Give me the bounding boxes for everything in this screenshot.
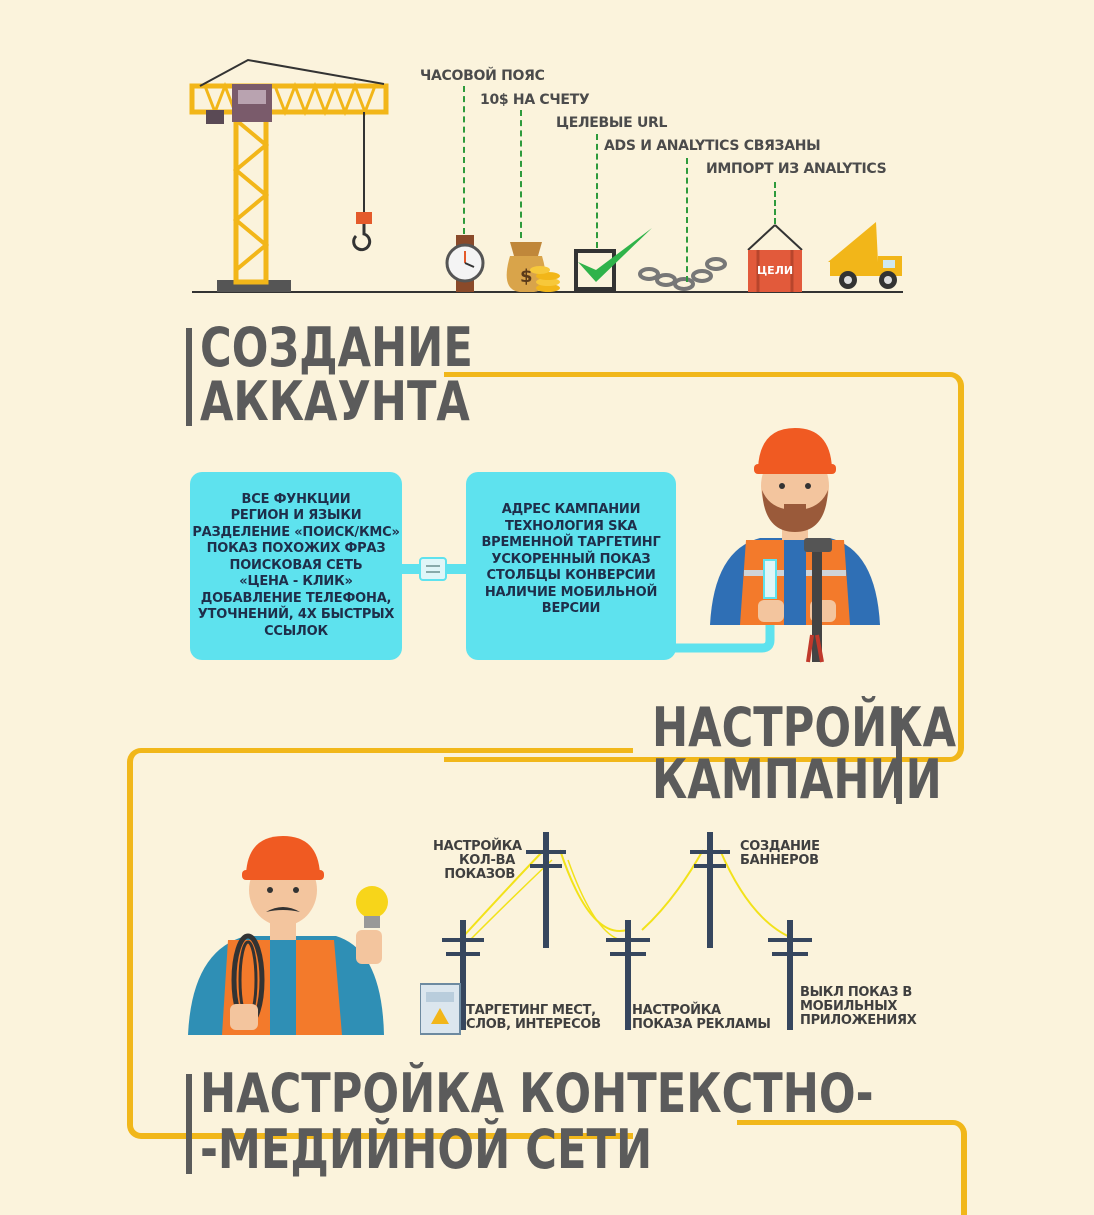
- pole-label-line: КОЛ-ВА ПОКАЗОВ: [444, 853, 515, 882]
- pole-label-line: ТАРГЕТИНГ МЕСТ,: [466, 1003, 596, 1018]
- kms-title-line2: -МЕДИЙНОЙ СЕТИ: [200, 1118, 653, 1181]
- box-left-line: «ЦЕНА - КЛИК»: [239, 574, 353, 590]
- box-general-settings: ВСЕ ФУНКЦИИ РЕГИОН И ЯЗЫКИ РАЗДЕЛЕНИЕ «П…: [190, 472, 402, 660]
- box-right-line: СТОЛБЦЫ КОНВЕРСИИ: [486, 568, 656, 583]
- path-segment-1: [444, 372, 964, 762]
- checkmark-icon: [574, 228, 652, 291]
- box-right-line: АДРЕС КАМПАНИИ: [501, 502, 641, 517]
- chain-icon: [638, 257, 727, 291]
- box-left-line: РЕГИОН И ЯЗЫКИ: [230, 508, 362, 524]
- pipe-to-worker: [670, 580, 775, 653]
- crane-scene: $: [189, 58, 903, 293]
- power-poles-illustration: [420, 832, 812, 1035]
- tick-import: [774, 182, 776, 224]
- pipe-connector: [400, 557, 470, 581]
- box-left-line: ДОБАВЛЕНИЕ ТЕЛЕФОНА,: [200, 590, 392, 606]
- box-left-line: ССЫЛОК: [264, 623, 328, 639]
- box-left-line: УТОЧНЕНИЙ, 4Х БЫСТРЫХ: [197, 607, 395, 623]
- pole-label-line: БАННЕРОВ: [740, 853, 819, 868]
- crane-icon: [189, 58, 389, 292]
- watch-icon: [445, 235, 485, 292]
- box-right-line: ВЕРСИИ: [541, 601, 601, 616]
- box-campaign-settings: АДРЕС КАМПАНИИ ТЕХНОЛОГИЯ SKA ВРЕМЕННОЙ …: [466, 472, 676, 660]
- label-timezone: Часовой пояс: [420, 68, 545, 84]
- pole-label-line: НАСТРОЙКА: [632, 1003, 721, 1018]
- worker-electrician-illustration: [188, 836, 388, 1035]
- box-right-line: ВРЕМЕННОЙ ТАРГЕТИНГ: [481, 535, 661, 550]
- account-title-line1: СОЗДАНИЕ: [200, 316, 473, 379]
- pole-label-line: ПОКАЗА РЕКЛАМЫ: [632, 1017, 771, 1032]
- pole-label-line: НАСТРОЙКА: [433, 839, 522, 854]
- crate-label: ЦЕЛИ: [756, 264, 794, 277]
- account-title-bar: [186, 328, 192, 426]
- box-right-line: НАЛИЧИЕ МОБИЛЬНОЙ: [484, 584, 658, 600]
- kms-title-bar: [186, 1074, 192, 1174]
- money-bag-icon: $: [506, 242, 560, 292]
- label-balance: 10$ на счету: [480, 92, 590, 108]
- campaign-title-line1: НАСТРОЙКА: [652, 696, 957, 759]
- pole-label-mobile-apps: ВЫКЛ ПОКАЗ В МОБИЛЬНЫХ ПРИЛОЖЕНИЯХ: [800, 985, 917, 1028]
- campaign-title-line2: КАМПАНИИ: [652, 748, 942, 811]
- pole-label-ad-display: НАСТРОЙКА ПОКАЗА РЕКЛАМЫ: [632, 1004, 771, 1032]
- pole-label-impressions-2: КОЛ-ВА ПОКАЗОВ: [403, 854, 515, 882]
- kms-title-line1: НАСТРОЙКА КОНТЕКСТНО-: [200, 1062, 874, 1125]
- box-right-line: ТЕХНОЛОГИЯ SKA: [505, 518, 637, 534]
- pole-label-line: ПРИЛОЖЕНИЯХ: [800, 1013, 917, 1028]
- worker-plumber-illustration: [710, 428, 880, 663]
- box-right-line: УСКОРЕННЫЙ ПОКАЗ: [491, 551, 651, 567]
- pole-label-line: ВЫКЛ ПОКАЗ В: [800, 985, 913, 1000]
- tick-balance: [520, 110, 522, 238]
- box-left-line: РАЗДЕЛЕНИЕ «ПОИСК/КМС»: [192, 524, 400, 540]
- svg-text:$: $: [520, 266, 533, 287]
- tick-urls: [596, 134, 598, 248]
- pole-label-line: СОЗДАНИЕ: [740, 839, 820, 854]
- campaign-title-bar: [896, 708, 902, 804]
- pole-label-impressions: НАСТРОЙКА: [433, 839, 522, 854]
- box-left-line: ПОКАЗ ПОХОЖИХ ФРАЗ: [206, 541, 386, 557]
- dump-truck-icon: [828, 222, 902, 289]
- pole-label-banners: СОЗДАНИЕ БАННЕРОВ: [740, 840, 820, 868]
- box-left-line: ПОИСКОВАЯ СЕТЬ: [229, 557, 363, 573]
- label-urls: Целевые URL: [556, 115, 668, 131]
- label-analytics-import: Импорт из Analytics: [706, 161, 887, 177]
- path-segment-3: [737, 1120, 967, 1215]
- crate-icon: [747, 224, 803, 292]
- pole-label-targeting: ТАРГЕТИНГ МЕСТ, СЛОВ, ИНТЕРЕСОВ: [466, 1004, 601, 1032]
- box-left-line: ВСЕ ФУНКЦИИ: [241, 491, 351, 507]
- label-analytics-linked: Ads и Analytics связаны: [604, 138, 821, 154]
- account-title-line2: АККАУНТА: [200, 370, 470, 433]
- path-segment-2: [127, 748, 633, 1139]
- pole-label-line: МОБИЛЬНЫХ: [800, 999, 898, 1014]
- tick-timezone: [463, 86, 465, 234]
- tick-analytics-linked: [686, 158, 688, 282]
- pole-label-line: СЛОВ, ИНТЕРЕСОВ: [466, 1017, 601, 1032]
